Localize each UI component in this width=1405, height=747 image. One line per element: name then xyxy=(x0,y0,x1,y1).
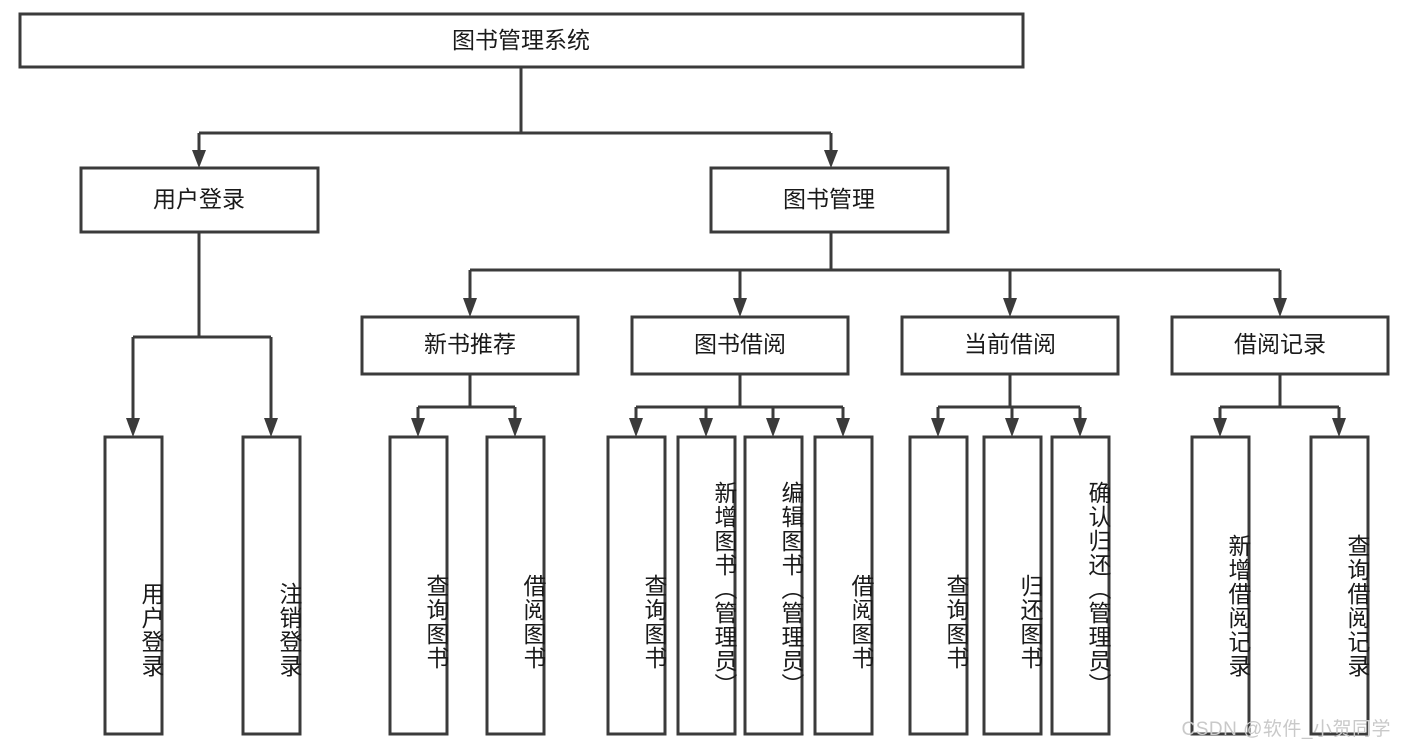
arrowhead-user-login xyxy=(192,150,206,168)
node-user-login-label: 用户登录 xyxy=(153,186,245,212)
leaf-box-borrow-book-2[interactable] xyxy=(813,435,874,736)
arrowhead-leaf-user-logout xyxy=(264,418,278,437)
node-new-book-recommend-box[interactable] xyxy=(360,315,580,376)
leaf-box-query-book-3[interactable] xyxy=(908,435,969,736)
leaf-box-confirm-return[interactable] xyxy=(1050,435,1111,736)
leaf-box-edit-book[interactable] xyxy=(743,435,804,736)
arrowhead-leaf-add-record xyxy=(1213,418,1227,437)
node-current-borrow-label: 当前借阅 xyxy=(964,331,1056,357)
leaf-box-borrow-book-1[interactable] xyxy=(485,435,546,736)
node-book-borrow-label: 图书借阅 xyxy=(694,331,786,357)
connector-group-borrow-record xyxy=(1213,374,1346,437)
arrowhead-leaf-query-book-3 xyxy=(931,418,945,437)
arrowhead-book-borrow xyxy=(733,298,747,317)
arrowhead-current-borrow xyxy=(1003,298,1017,317)
arrowhead-borrow-record xyxy=(1273,298,1287,317)
node-borrow-record[interactable]: 借阅记录 xyxy=(1170,315,1390,376)
node-book-management[interactable]: 图书管理 xyxy=(709,166,950,234)
leaf-box-add-record[interactable] xyxy=(1190,435,1251,736)
node-book-borrow-box[interactable] xyxy=(630,315,850,376)
node-borrow-record-box[interactable] xyxy=(1170,315,1390,376)
connector-group-user-login xyxy=(126,232,278,437)
connector-group-current-borrow xyxy=(931,374,1087,437)
leaf-box-add-book[interactable] xyxy=(676,435,737,736)
leaf-box-query-book-2[interactable] xyxy=(606,435,667,736)
arrowhead-leaf-edit-book xyxy=(766,418,780,437)
arrowhead-leaf-query-record xyxy=(1332,418,1346,437)
arrowhead-leaf-query-book-2 xyxy=(629,418,643,437)
connector-group-root xyxy=(192,67,838,168)
node-borrow-record-label: 借阅记录 xyxy=(1234,331,1326,357)
connector-group-book-borrow xyxy=(629,374,850,437)
arrowhead-new-book-recommend xyxy=(463,298,477,317)
leaf-boxes xyxy=(103,435,1370,736)
leaf-box-user-logout[interactable] xyxy=(241,435,302,736)
arrowhead-leaf-query-book-1 xyxy=(411,418,425,437)
node-new-book-recommend-label: 新书推荐 xyxy=(424,331,516,357)
node-book-management-box[interactable] xyxy=(709,166,950,234)
node-root-label: 图书管理系统 xyxy=(452,27,590,53)
node-current-borrow-box[interactable] xyxy=(900,315,1120,376)
arrowhead-leaf-add-book xyxy=(699,418,713,437)
arrowhead-book-management xyxy=(824,150,838,168)
node-root-box[interactable] xyxy=(18,12,1025,69)
leaf-box-query-record[interactable] xyxy=(1309,435,1370,736)
leaf-box-user-login[interactable] xyxy=(103,435,164,736)
node-current-borrow[interactable]: 当前借阅 xyxy=(900,315,1120,376)
arrowhead-leaf-user-login xyxy=(126,418,140,437)
connector-group-book-management xyxy=(463,232,1287,317)
arrowhead-leaf-return-book xyxy=(1005,418,1019,437)
node-root[interactable]: 图书管理系统 xyxy=(18,12,1025,69)
leaf-box-query-book-1[interactable] xyxy=(388,435,449,736)
arrowhead-leaf-confirm-return xyxy=(1073,418,1087,437)
arrowhead-leaf-borrow-book-2 xyxy=(836,418,850,437)
watermark-text: CSDN @软件_小贺同学 xyxy=(1181,719,1391,740)
node-user-login[interactable]: 用户登录 xyxy=(79,166,320,234)
node-book-borrow[interactable]: 图书借阅 xyxy=(630,315,850,376)
node-book-management-label: 图书管理 xyxy=(783,186,875,212)
node-user-login-box[interactable] xyxy=(79,166,320,234)
connector-group-new-book-recommend xyxy=(411,374,522,437)
node-new-book-recommend[interactable]: 新书推荐 xyxy=(360,315,580,376)
arrowhead-leaf-borrow-book-1 xyxy=(508,418,522,437)
leaf-box-return-book[interactable] xyxy=(982,435,1043,736)
